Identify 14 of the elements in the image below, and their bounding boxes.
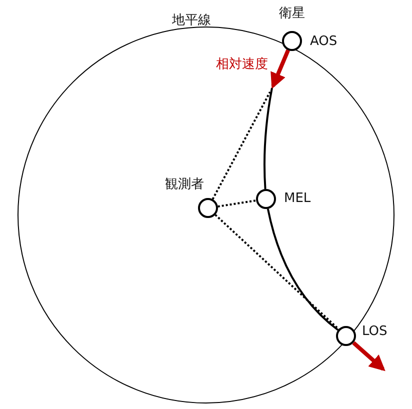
horizon-label: 地平線: [172, 13, 211, 28]
velocity-arrow: [270, 49, 290, 89]
point-label: LOS: [362, 324, 388, 339]
point-label: MEL: [284, 191, 311, 206]
sight-line: [214, 214, 340, 330]
satellite-label: 衛星: [279, 6, 305, 21]
track-line: [266, 208, 339, 331]
observer-label: 観測者: [165, 177, 204, 192]
point-label: AOS: [310, 34, 338, 49]
sight-line: [218, 200, 256, 208]
sight-line: [212, 92, 271, 200]
velocity-arrow: [352, 341, 386, 372]
track-line: [264, 88, 273, 190]
edge-label: 相対速度: [216, 57, 268, 72]
